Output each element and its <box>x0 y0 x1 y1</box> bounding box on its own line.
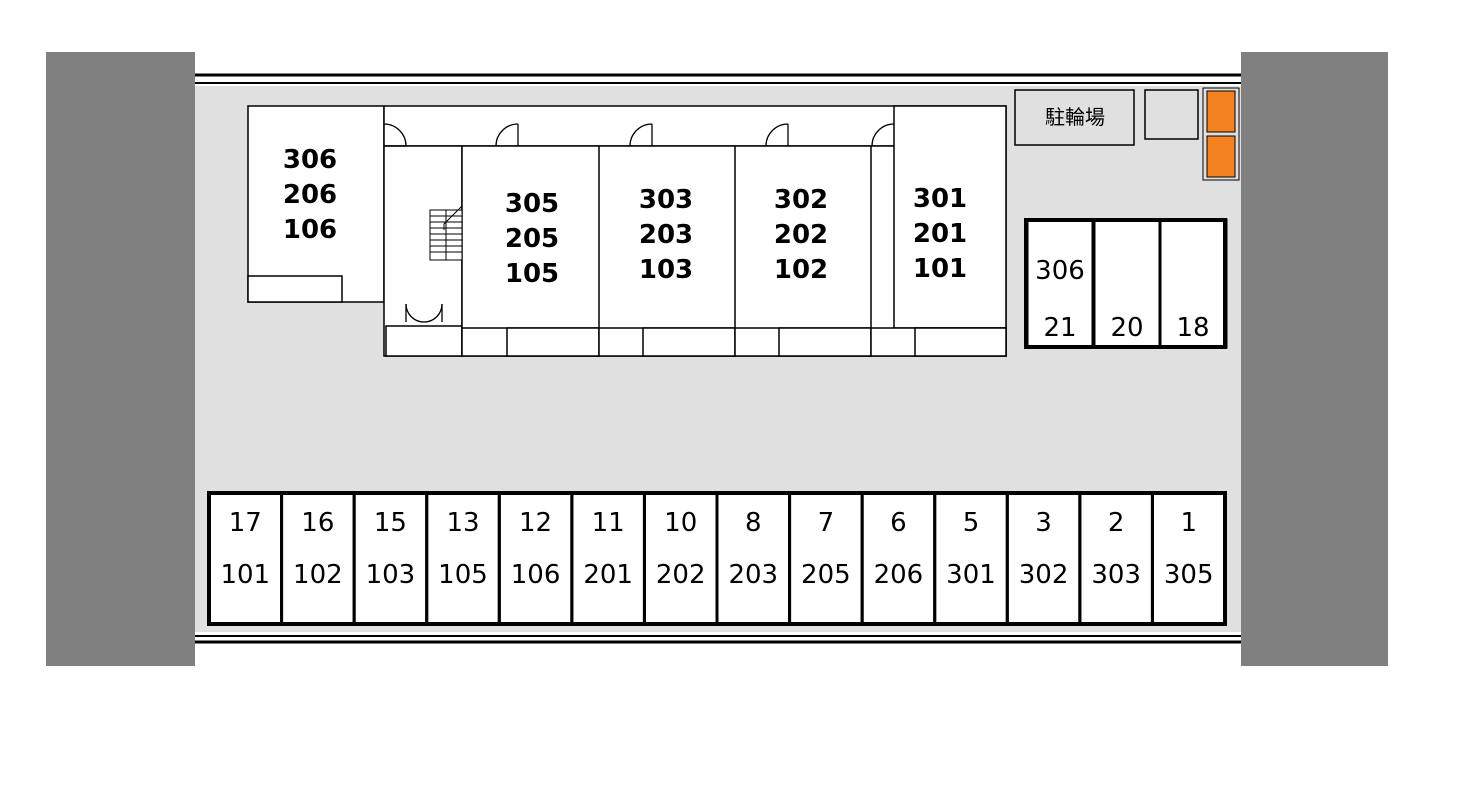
unit-number-label: 101 <box>913 254 967 284</box>
unit-number-label: 202 <box>774 220 828 250</box>
unit-labels: 306 206 106 305 205 105 303 203 103 302 202 102 301 2… <box>283 145 967 289</box>
bicycle-parking-label: 駐輪場 <box>1045 105 1105 129</box>
parking-space-number: 18 <box>1176 313 1209 343</box>
parking-space-number: 16 <box>301 508 334 538</box>
unit-number-label: 105 <box>505 259 559 289</box>
unit-number-label: 201 <box>913 219 967 249</box>
parking-space-number: 12 <box>519 508 552 538</box>
unit-number-label: 301 <box>913 184 967 214</box>
parking-space-number: 13 <box>446 508 479 538</box>
unit-number-label: 305 <box>505 189 559 219</box>
unit-number-label: 303 <box>639 185 693 215</box>
parking-space-number: 3 <box>1035 508 1052 538</box>
parking-space-number: 1 <box>1180 508 1197 538</box>
parking-space-number: 5 <box>963 508 980 538</box>
parking-space <box>1150 491 1227 626</box>
parking-space-number: 8 <box>745 508 762 538</box>
parking-space-number: 10 <box>664 508 697 538</box>
unit-number-label: 103 <box>639 255 693 285</box>
parking-space-room: 205 <box>801 560 851 590</box>
utility-box-top <box>1206 90 1236 133</box>
unit-number-label: 102 <box>774 255 828 285</box>
parking-space-number: 2 <box>1108 508 1125 538</box>
unit-dividers <box>598 146 872 356</box>
balconies <box>461 327 1007 357</box>
building <box>247 105 1007 357</box>
unit-number-label: 302 <box>774 185 828 215</box>
parking-space-number: 15 <box>374 508 407 538</box>
staircase <box>429 205 463 261</box>
parking-space-room: 105 <box>438 560 488 590</box>
parking-space-room: 106 <box>511 560 561 590</box>
unit-number-label: 106 <box>283 215 337 245</box>
door-swings <box>383 123 895 323</box>
storage-box <box>1144 89 1199 140</box>
parking-space-number: 6 <box>890 508 907 538</box>
unit-number-label: 206 <box>283 180 337 210</box>
parking-space-room: 102 <box>293 560 343 590</box>
parking-space-number: 7 <box>818 508 835 538</box>
parking-space-number: 17 <box>229 508 262 538</box>
road-left <box>46 52 195 666</box>
parking-bottom-group: 1710116102151031310512106112011020282037… <box>207 491 1227 626</box>
parking-space-room: 306 <box>1035 256 1085 286</box>
unit-number-label: 205 <box>505 224 559 254</box>
parking-space-room: 103 <box>366 560 416 590</box>
parking-right-group: 21 306 20 18 <box>1024 218 1228 349</box>
bicycle-parking <box>1014 89 1135 146</box>
parking-space-room: 202 <box>656 560 706 590</box>
right-unit-top <box>893 105 1007 329</box>
road-right <box>1241 52 1388 666</box>
parking-space-number: 21 <box>1043 313 1076 343</box>
entrance-bay <box>385 325 463 357</box>
parking-space-room: 303 <box>1091 560 1141 590</box>
parking-space-room: 301 <box>946 560 996 590</box>
parking-space-room: 305 <box>1164 560 1214 590</box>
parking-space-room: 101 <box>220 560 270 590</box>
parking-space <box>1158 218 1228 349</box>
unit-number-label: 306 <box>283 145 337 175</box>
parking-space-number: 11 <box>592 508 625 538</box>
parking-space-room: 201 <box>583 560 633 590</box>
utility-box-bottom <box>1206 135 1236 178</box>
parking-space-number: 20 <box>1110 313 1143 343</box>
parking-space-room: 302 <box>1019 560 1069 590</box>
parking-space-room: 206 <box>874 560 924 590</box>
left-wing-balcony <box>247 275 343 303</box>
unit-number-label: 203 <box>639 220 693 250</box>
parking-space-room: 203 <box>728 560 778 590</box>
